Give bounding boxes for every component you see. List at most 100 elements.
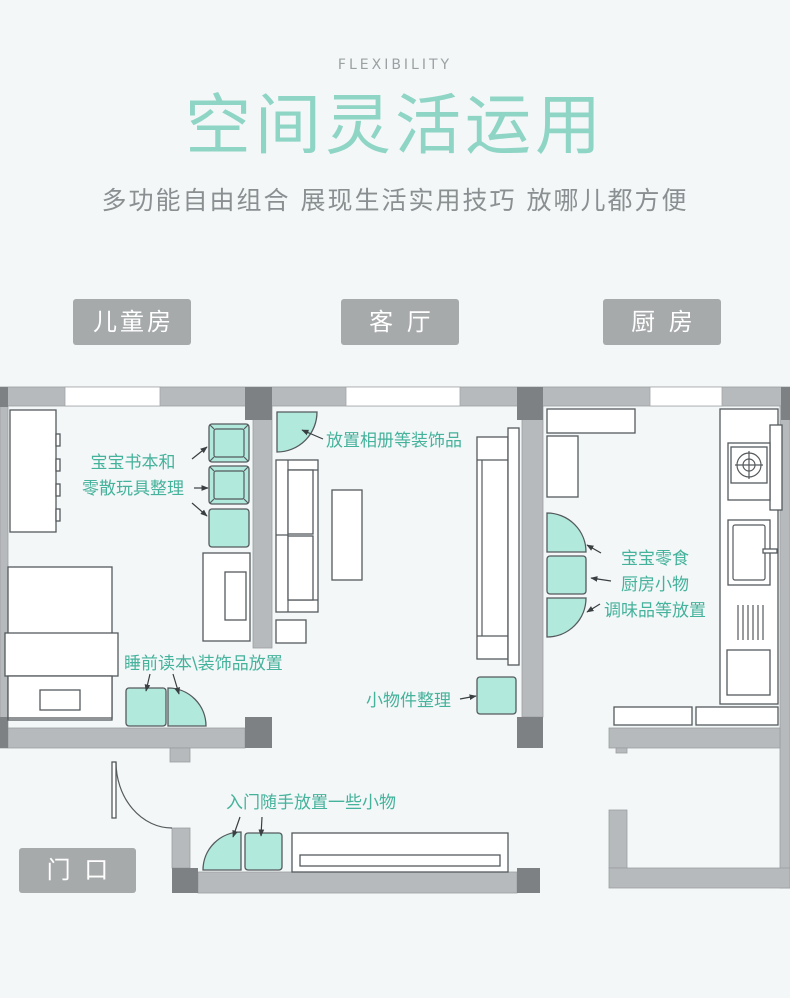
bottom-counter [695,706,779,726]
basket-corners [209,466,249,504]
storage-unit-square [244,832,283,871]
pillow [39,689,81,711]
basket-inner [213,428,245,458]
storage-unit-quarter-round [202,831,242,871]
fridge [546,435,579,498]
left-wall [0,405,9,749]
basket-inner [213,470,245,500]
pillar [0,387,8,407]
tv-console-lines [477,459,508,637]
living-room-furniture [275,411,520,715]
balcony-bottom-wall [608,867,790,889]
pillars [0,387,790,893]
entrance-door [111,761,173,829]
ottoman [275,619,307,644]
kitchen-furniture [546,408,783,726]
storage-unit-square [125,687,167,727]
arrow [590,576,612,582]
storage-unit-square [208,508,250,548]
kids-room-furniture [4,409,251,721]
annotation-kids-bedside: 睡前读本\装饰品放置 [124,654,283,674]
arrow [301,429,324,440]
door-frame [169,747,191,763]
arrow [191,446,208,460]
pillar [0,717,8,748]
window-kitchen [649,386,723,407]
annotation-living-small-items: 小物件整理 [366,691,451,711]
kitchen-step [615,747,628,754]
coffee-table [331,489,363,581]
pillar [517,387,543,420]
entrance-bottom-wall [197,871,518,894]
window-living-room [345,386,461,407]
pillar [172,868,198,893]
arrow [586,603,601,613]
shoe-cabinet-inner [299,854,501,867]
door-leaf [111,761,117,819]
entrance-side-wall [171,827,191,869]
annotation-living-album: 放置相册等装饰品 [326,431,462,451]
page-title: 空间灵活运用 [185,87,605,164]
wall-living-kitchen [521,405,544,718]
wall-shelf [546,408,636,434]
annotation-kitchen-line2: 厨房小物 [621,575,689,595]
drawer-handle [55,483,61,497]
arrow [459,694,477,701]
kitchen-bottom-wall [608,727,781,749]
basket-corners [209,424,249,462]
drawer-handle [55,508,61,522]
annotation-kitchen-line3: 调味品等放置 [604,601,706,621]
annotation-kitchen-line1: 宝宝零食 [621,549,689,569]
entrance-furniture [202,831,509,873]
annotations: 宝宝书本和 零散玩具整理 睡前读本\装饰品放置 放置相册等装饰品 小物件整理 宝… [82,431,706,813]
arrow [232,816,241,838]
balcony-side-wall [608,809,628,869]
annotation-arrows [144,429,612,838]
pillar [245,387,272,420]
bookshelf [9,409,57,533]
annotation-entrance-items: 入门随手放置一些小物 [226,793,396,813]
pillar [517,868,540,893]
storage-unit-quarter-round [546,597,587,638]
room-tag-kids-room: 儿童房 [73,299,191,345]
utensil-rack [737,605,764,640]
storage-unit-basket [208,423,250,463]
annotation-kids-books-line1: 宝宝书本和 [91,453,176,473]
kids-room-bottom-wall [7,727,246,749]
arrow [191,502,208,517]
storage-unit-basket [208,465,250,505]
storage-unit-square [476,676,517,715]
wall-kids-living [252,405,273,649]
room-tag-kitchen: 厨 房 [603,299,721,345]
arrow [144,673,151,692]
pillar [245,717,272,748]
desk-chair [224,571,247,621]
sofa-cushion [287,535,314,601]
range-hood [769,424,783,511]
pillar [781,387,790,420]
drawer-handle [55,433,61,447]
sofa-cushion [287,469,314,535]
window-kids-room [64,386,161,407]
pillar [517,717,543,748]
eyebrow-text: FLEXIBILITY [337,57,453,73]
storage-unit-quarter-round [276,411,318,453]
lower-cabinet [726,649,771,696]
page-subtitle: 多功能自由组合 展现生活实用技巧 放哪儿都方便 [101,186,689,215]
arrow [586,544,602,554]
burner-cross [735,451,763,479]
annotation-kids-books-line2: 零散玩具整理 [82,479,184,499]
bed-blanket-fold [4,632,119,677]
bottom-counter [613,706,693,726]
door-swing-arc [115,761,173,829]
arrow [172,673,180,695]
faucet [762,548,778,554]
storage-unit-quarter-round [546,512,587,553]
room-tag-entrance: 门 口 [19,848,136,893]
arrow [258,816,265,837]
storage-unit-square [546,555,587,595]
room-tag-living-room: 客 厅 [341,299,459,345]
storage-unit-quarter-round [167,687,207,727]
